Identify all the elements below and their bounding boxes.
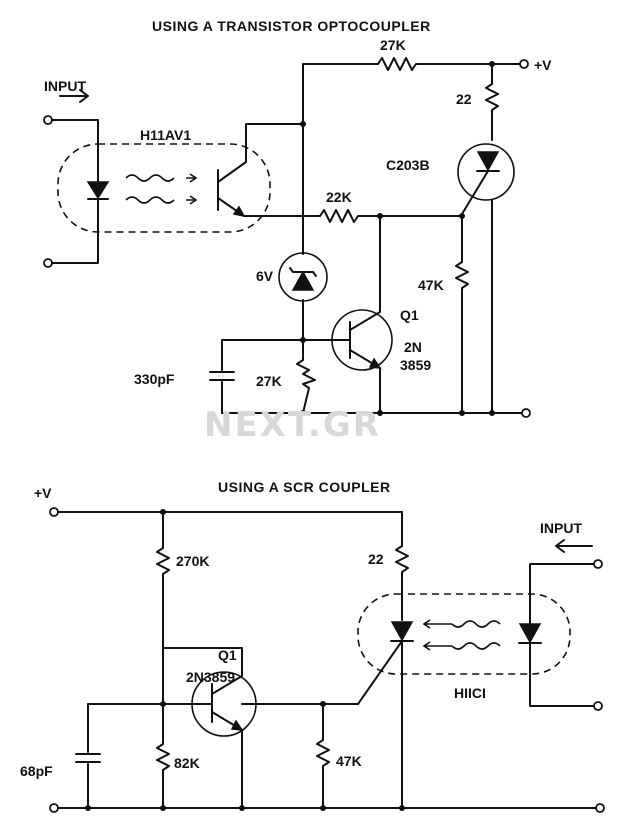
bottom-ground-node-4 — [320, 805, 326, 811]
bottom-c68pf-capacitor — [75, 703, 101, 809]
top-r22k-label: 22K — [326, 189, 352, 205]
watermark: NEXT.GR — [204, 405, 381, 445]
bottom-q1-emitter-arrow — [230, 719, 244, 731]
bottom-r82k-label: 82K — [174, 755, 200, 771]
bottom-base-node — [160, 701, 166, 707]
bottom-r270k-resistor — [156, 511, 170, 709]
top-light-wave-2 — [125, 195, 198, 205]
top-r47k-resistor — [455, 215, 469, 414]
top-zener-diode — [291, 270, 315, 291]
top-input-label: INPUT — [44, 78, 86, 94]
bottom-q1-part: 2N3859 — [186, 669, 235, 685]
top-r27k-resistor — [377, 57, 521, 71]
top-r22-label: 22 — [456, 91, 472, 107]
bottom-input-wires — [529, 563, 597, 707]
top-supply-label: +V — [534, 57, 552, 73]
top-zener-label: 6V — [256, 268, 274, 284]
top-supply-wire-left — [302, 63, 379, 125]
bottom-r47k-resistor — [316, 703, 330, 809]
top-r27k-low-resistor — [296, 339, 316, 414]
bottom-scr-diode — [390, 621, 414, 642]
bottom-title: USING A SCR COUPLER — [218, 479, 391, 495]
top-optocoupler-label: H11AV1 — [140, 127, 191, 143]
bottom-supply-terminal[interactable] — [49, 507, 59, 517]
top-q1-part-a: 2N — [404, 339, 422, 355]
bottom-ground-terminal-right[interactable] — [595, 803, 605, 813]
bottom-r270k-label: 270K — [176, 553, 209, 569]
top-light-wave-1 — [125, 173, 198, 183]
top-r22-resistor — [485, 63, 499, 141]
top-q1-part-b: 3859 — [400, 357, 431, 373]
bottom-ground-node-5 — [399, 805, 405, 811]
top-scr-gate — [461, 170, 489, 215]
bottom-q1-name: Q1 — [218, 647, 237, 663]
top-input-terminal-1[interactable] — [43, 115, 53, 125]
top-ground-node-1 — [300, 410, 306, 416]
top-scr-diode — [476, 151, 500, 172]
top-phototransistor-collector — [217, 123, 304, 183]
top-ground-node-3 — [459, 410, 465, 416]
bottom-r82k-resistor — [156, 707, 170, 809]
top-led-diode — [86, 181, 110, 200]
top-r22k-resistor — [319, 209, 463, 223]
bottom-light-wave-2 — [422, 641, 501, 651]
top-scr-label: C203B — [386, 157, 430, 173]
top-input-wires — [51, 119, 99, 264]
top-supply-terminal[interactable] — [519, 59, 529, 69]
top-c330pf-label: 330pF — [134, 371, 175, 387]
bottom-ground-node-2 — [160, 805, 166, 811]
top-r27k-low-label: 27K — [256, 373, 282, 389]
bottom-r22-resistor — [395, 511, 409, 621]
bottom-input-label: INPUT — [540, 520, 582, 536]
top-q1-name: Q1 — [400, 307, 419, 323]
top-input-arrow — [59, 89, 89, 103]
bottom-optocoupler-outline — [357, 593, 571, 675]
bottom-c68pf-label: 68pF — [20, 763, 53, 779]
top-ground-terminal[interactable] — [521, 408, 531, 418]
top-ground-node-4 — [489, 410, 495, 416]
top-optocoupler-outline — [57, 143, 271, 233]
bottom-input-terminal-1[interactable] — [593, 559, 603, 569]
top-c330pf-capacitor — [209, 339, 235, 414]
bottom-r22-label: 22 — [368, 551, 384, 567]
bottom-scr-gate-wire — [322, 640, 403, 705]
bottom-q1-collector — [162, 647, 243, 695]
top-title: USING A TRANSISTOR OPTOCOUPLER — [152, 18, 431, 34]
top-q1-emitter — [349, 349, 381, 414]
bottom-light-wave-1 — [422, 619, 501, 629]
bottom-ground-node-3 — [239, 805, 245, 811]
top-scr-circle — [457, 143, 515, 201]
bottom-ground-node-1 — [85, 805, 91, 811]
bottom-r47k-label: 47K — [336, 753, 362, 769]
bottom-ground-terminal-left[interactable] — [49, 803, 59, 813]
top-q1-emitter-arrow — [368, 357, 382, 369]
top-q1-collector — [349, 215, 381, 331]
bottom-optocoupler-label: HIICI — [454, 685, 486, 701]
top-emitter-arrow — [232, 205, 246, 218]
bottom-supply-label: +V — [34, 485, 52, 501]
top-zener-bar — [289, 267, 317, 277]
top-input-terminal-2[interactable] — [43, 258, 53, 268]
top-r27k-label: 27K — [380, 37, 406, 53]
top-r47k-label: 47K — [418, 277, 444, 293]
top-ground-node-2 — [377, 410, 383, 416]
bottom-input-terminal-2[interactable] — [593, 701, 603, 711]
bottom-input-arrow — [555, 539, 593, 553]
